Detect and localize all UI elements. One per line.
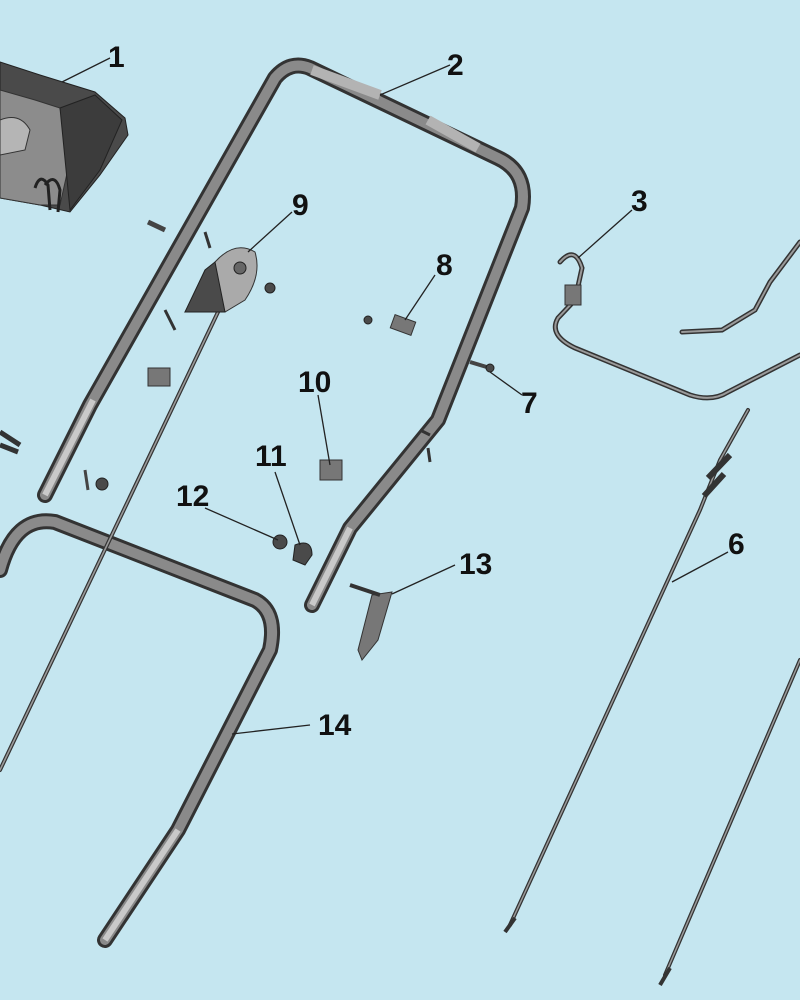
callout-13: 13	[459, 548, 492, 581]
callout-2: 2	[447, 49, 464, 82]
callout-12: 12	[176, 480, 209, 513]
callout-10: 10	[298, 366, 331, 399]
part-6-cables	[503, 408, 800, 987]
part-13-lever	[349, 583, 393, 661]
part-10-block	[319, 459, 343, 481]
part-3-bail-cable	[552, 239, 800, 401]
callout-14: 14	[318, 709, 352, 742]
leader-lines	[61, 57, 729, 735]
callout-6: 6	[728, 528, 745, 561]
callout-3: 3	[631, 185, 648, 218]
part-11-spacer	[292, 542, 313, 566]
callout-7: 7	[521, 387, 538, 420]
callout-11: 11	[255, 440, 287, 473]
callout-8: 8	[436, 249, 453, 282]
callout-1: 1	[108, 41, 125, 74]
part-2-upper-handle	[37, 57, 531, 613]
part-14-lower-handle	[0, 513, 281, 948]
control-rod	[0, 268, 240, 772]
misc-hardware	[0, 219, 432, 491]
part-12-nut	[272, 534, 288, 550]
part-7-bolt	[469, 360, 495, 373]
callout-9: 9	[292, 189, 309, 222]
part-9-lever	[184, 247, 258, 313]
part-1-cover	[0, 61, 129, 213]
part-8-clip	[363, 314, 417, 336]
